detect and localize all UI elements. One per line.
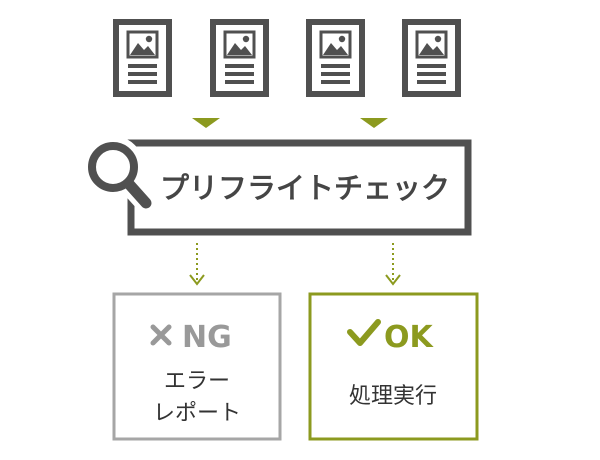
dotted-arrow-down-icon	[385, 243, 401, 286]
document-icon	[116, 22, 169, 94]
document-icon	[405, 22, 458, 94]
preflight-check-box: プリフライトチェック	[127, 139, 472, 236]
ok-label: OK	[384, 320, 435, 355]
ok-action-text: 処理実行	[349, 384, 437, 409]
dotted-arrow-down-icon	[189, 243, 205, 286]
document-icon	[213, 22, 266, 94]
preflight-check-label: プリフライトチェック	[160, 171, 450, 205]
ok-result-box: OK 処理実行	[308, 292, 479, 441]
triangle-down-icon	[360, 118, 388, 128]
ng-label: NG	[182, 320, 232, 355]
magnifier-icon	[82, 136, 157, 215]
check-icon	[347, 319, 381, 346]
triangle-down-icon	[192, 118, 220, 128]
cross-icon	[150, 324, 172, 346]
document-icon	[309, 22, 362, 94]
ng-line-2: レポート	[153, 401, 241, 426]
ng-result-box: NG エラー レポート	[112, 292, 282, 441]
ng-line-1: エラー	[164, 369, 230, 394]
